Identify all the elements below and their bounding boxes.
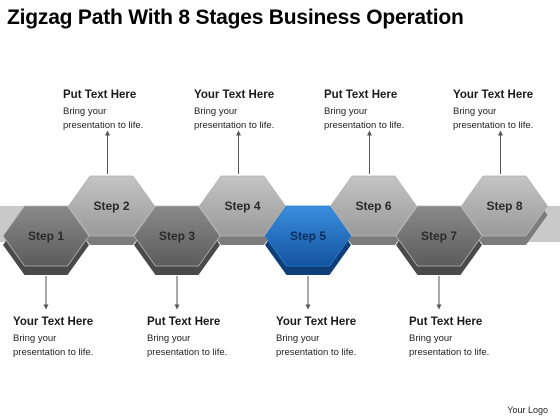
top-callout-4: Your Text Here Bring your presentation t… [453,89,560,132]
step-3-hexagon: Step 3 [133,205,221,275]
step-2-hexagon: Step 2 [68,175,155,245]
page-title: Zigzag Path With 8 Stages Business Opera… [7,6,464,29]
hexagon-face [2,205,90,267]
step-label: Step 4 [224,199,260,213]
hexagon-face [395,205,483,267]
step-label: Step 5 [290,229,326,243]
hexagon-face [133,205,221,267]
step-8-hexagon: Step 8 [461,175,548,245]
callout-line: presentation to life. [324,119,405,131]
callout-line: presentation to life. [194,119,275,131]
callout-line: Bring your [63,106,107,117]
step-label: Step 8 [486,199,522,213]
bottom-callout-2: Put Text Here Bring your presentation to… [147,316,257,359]
callout-line: presentation to life. [409,346,490,358]
hexagon-face [199,175,286,237]
hexagon-face [68,175,155,237]
callout-line: Bring your [409,333,453,344]
step-4-hexagon: Step 4 [199,175,286,245]
step-label: Step 6 [355,199,391,213]
callout-heading: Put Text Here [409,316,483,328]
top-callout-2: Your Text Here Bring your presentation t… [194,89,304,132]
callout-line: presentation to life. [13,346,94,358]
callout-body: Bring your presentation to life. [276,332,386,359]
callout-body: Bring your presentation to life. [63,105,173,132]
hexagon-face [461,175,548,237]
callout-line: presentation to life. [453,119,534,131]
step-1-hexagon: Step 1 [2,205,90,275]
callout-line: presentation to life. [276,346,357,358]
step-5-hexagon: Step 5 [264,205,352,275]
callout-line: Bring your [147,333,191,344]
hexagon-face [264,205,352,267]
callout-heading: Your Text Here [13,316,94,328]
callout-line: Bring your [324,106,368,117]
callout-heading: Put Text Here [324,89,398,101]
top-callout-1: Put Text Here Bring your presentation to… [63,89,173,132]
bottom-callout-3: Your Text Here Bring your presentation t… [276,316,386,359]
step-7-hexagon: Step 7 [395,205,483,275]
callout-heading: Put Text Here [147,316,221,328]
callout-line: Bring your [13,333,57,344]
callout-body: Bring your presentation to life. [453,105,560,132]
callout-body: Bring your presentation to life. [13,332,123,359]
callout-line: presentation to life. [63,119,144,131]
top-callout-3: Put Text Here Bring your presentation to… [324,89,434,132]
bottom-callout-4: Put Text Here Bring your presentation to… [409,316,519,359]
callout-body: Bring your presentation to life. [324,105,434,132]
callout-heading: Put Text Here [63,89,137,101]
callout-body: Bring your presentation to life. [147,332,257,359]
step-6-hexagon: Step 6 [330,175,417,245]
callout-line: Bring your [453,106,497,117]
callout-line: presentation to life. [147,346,228,358]
logo-placeholder: Your Logo [507,405,548,415]
callout-heading: Your Text Here [276,316,357,328]
callout-body: Bring your presentation to life. [409,332,519,359]
callout-heading: Your Text Here [194,89,275,101]
callout-body: Bring your presentation to life. [194,105,304,132]
callout-heading: Your Text Here [453,89,534,101]
hexagon-face [330,175,417,237]
callout-line: Bring your [276,333,320,344]
step-label: Step 1 [28,229,64,243]
step-label: Step 7 [421,229,457,243]
bottom-callout-1: Your Text Here Bring your presentation t… [13,316,123,359]
callout-line: Bring your [194,106,238,117]
step-label: Step 3 [159,229,195,243]
step-label: Step 2 [93,199,129,213]
